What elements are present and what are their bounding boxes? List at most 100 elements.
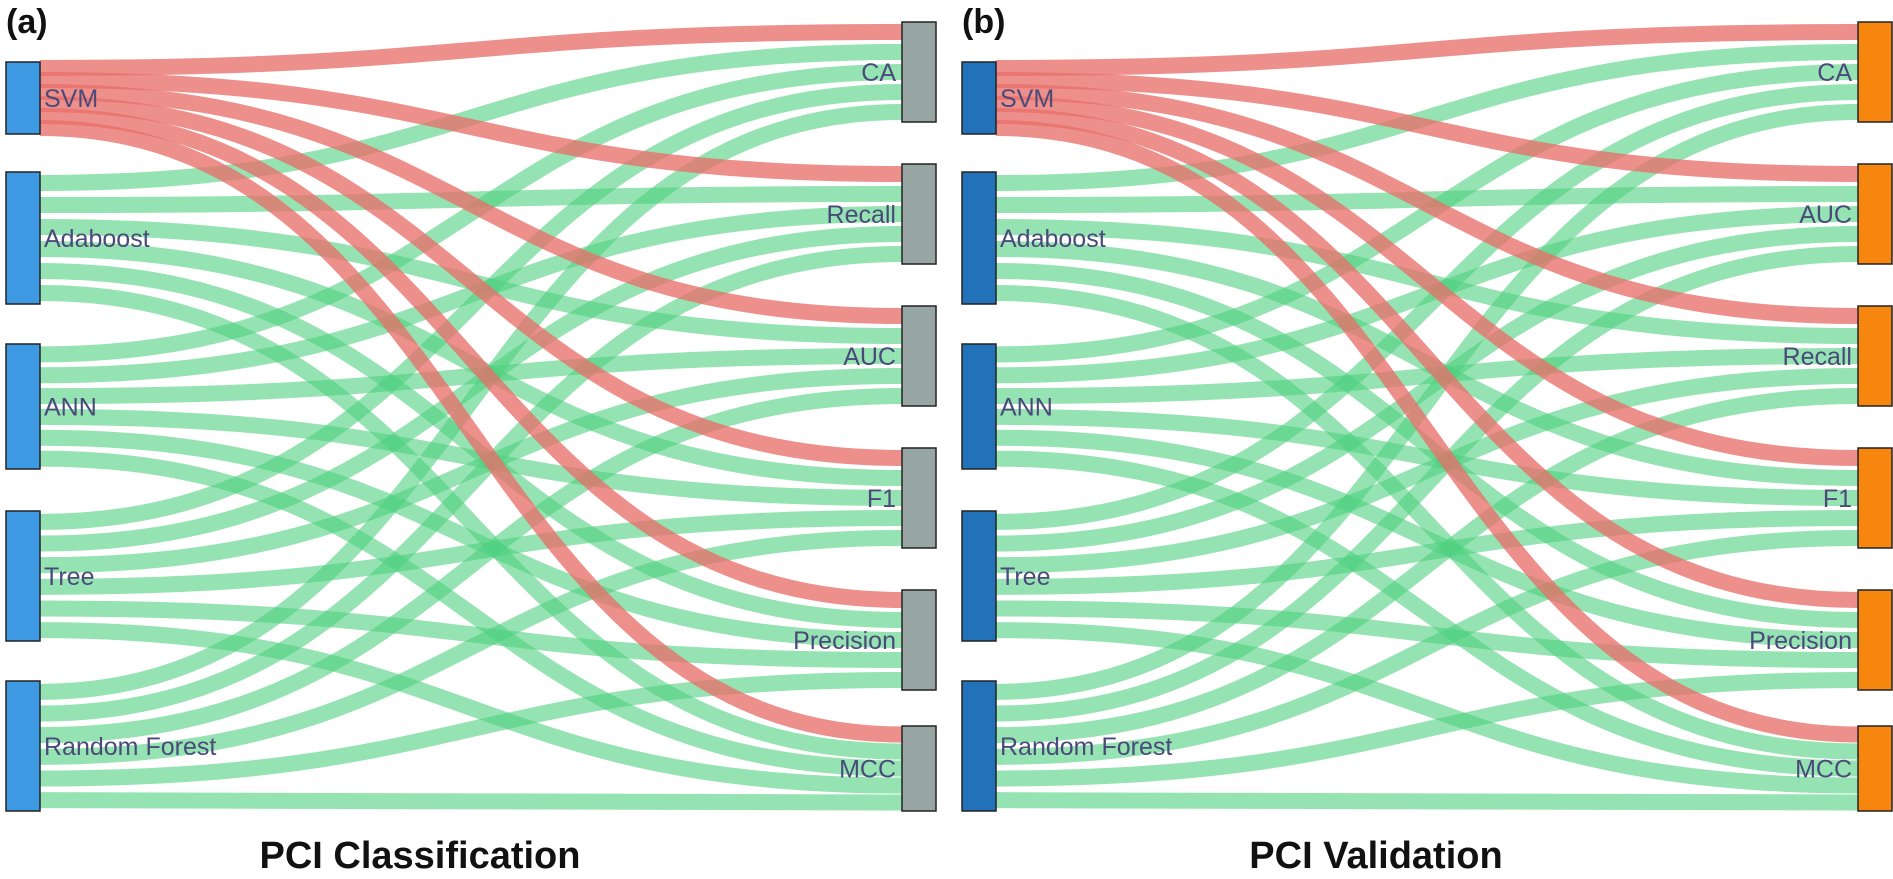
link-random-forest-to-f1 xyxy=(995,530,1859,765)
link-random-forest-to-ca xyxy=(39,104,903,700)
link-ann-to-mcc xyxy=(39,450,903,777)
link-tree-to-f1 xyxy=(39,510,903,595)
link-svm-to-mcc xyxy=(39,120,903,743)
panel-tag: (b) xyxy=(962,3,1005,41)
source-label-tree: Tree xyxy=(44,563,94,591)
link-ann-to-ca xyxy=(995,64,1859,363)
link-tree-to-mcc xyxy=(995,622,1859,794)
target-node-auc xyxy=(1857,163,1893,265)
link-tree-to-ca xyxy=(995,84,1859,530)
link-tree-to-mcc xyxy=(39,622,903,794)
target-node-f1 xyxy=(1857,447,1893,549)
link-svm-to-ca xyxy=(39,24,903,76)
link-random-forest-to-auc xyxy=(995,246,1859,722)
link-svm-to-f1 xyxy=(39,96,903,466)
link-tree-to-auc xyxy=(39,368,903,574)
panel-caption: PCI Validation xyxy=(1249,835,1502,877)
target-node-recall xyxy=(1857,305,1893,407)
link-ann-to-auc xyxy=(995,206,1859,384)
link-ann-to-f1 xyxy=(39,408,903,506)
target-label-f1: F1 xyxy=(867,485,896,513)
target-node-ca xyxy=(1857,21,1893,123)
target-label-mcc: MCC xyxy=(1795,756,1852,784)
link-tree-to-f1 xyxy=(995,510,1859,595)
source-node-tree xyxy=(961,510,997,642)
source-node-svm xyxy=(5,61,41,135)
link-random-forest-to-f1 xyxy=(39,530,903,765)
link-random-forest-to-mcc xyxy=(39,792,903,811)
target-label-recall: Recall xyxy=(1783,343,1852,371)
target-label-precision: Precision xyxy=(793,627,896,655)
target-node-precision xyxy=(901,589,937,691)
source-node-ann xyxy=(961,343,997,470)
source-node-random-forest xyxy=(5,680,41,812)
panel-tag: (a) xyxy=(6,3,48,41)
link-svm-to-precision xyxy=(995,108,1859,608)
target-node-ca xyxy=(901,21,937,123)
source-label-ann: ANN xyxy=(44,394,97,422)
source-node-adaboost xyxy=(961,171,997,305)
link-random-forest-to-precision xyxy=(39,672,903,787)
target-label-auc: AUC xyxy=(1799,201,1852,229)
panel-caption: PCI Classification xyxy=(260,835,581,877)
links xyxy=(39,24,903,811)
link-svm-to-recall xyxy=(995,84,1859,324)
link-tree-to-precision xyxy=(39,600,903,668)
link-svm-to-auc xyxy=(995,72,1859,182)
source-node-random-forest xyxy=(961,680,997,812)
link-adaboost-to-mcc xyxy=(39,285,903,760)
source-label-svm: SVM xyxy=(1000,85,1054,113)
link-tree-to-ca xyxy=(39,84,903,530)
link-adaboost-to-precision xyxy=(39,263,903,628)
link-ann-to-precision xyxy=(39,429,903,648)
link-ann-to-recall xyxy=(39,206,903,384)
link-svm-to-recall xyxy=(39,72,903,182)
link-random-forest-to-recall xyxy=(995,388,1859,744)
link-svm-to-mcc xyxy=(995,120,1859,743)
link-ann-to-f1 xyxy=(995,408,1859,506)
link-random-forest-to-ca xyxy=(995,104,1859,700)
link-random-forest-to-precision xyxy=(995,672,1859,787)
source-label-random-forest: Random Forest xyxy=(1000,733,1172,761)
target-label-auc: AUC xyxy=(843,343,896,371)
link-adaboost-to-ca xyxy=(995,44,1859,191)
target-label-f1: F1 xyxy=(1823,485,1852,513)
target-node-mcc xyxy=(1857,725,1893,812)
target-node-auc xyxy=(901,305,937,407)
target-label-ca: CA xyxy=(861,59,896,87)
link-ann-to-auc xyxy=(39,348,903,405)
link-tree-to-recall xyxy=(995,368,1859,574)
link-svm-to-f1 xyxy=(995,96,1859,466)
link-tree-to-precision xyxy=(995,600,1859,668)
link-adaboost-to-ca xyxy=(39,44,903,191)
source-node-ann xyxy=(5,343,41,470)
target-node-f1 xyxy=(901,447,937,549)
target-label-ca: CA xyxy=(1817,59,1852,87)
source-node-adaboost xyxy=(5,171,41,305)
target-label-recall: Recall xyxy=(827,201,896,229)
link-ann-to-precision xyxy=(995,429,1859,648)
source-node-svm xyxy=(961,61,997,135)
target-label-precision: Precision xyxy=(1749,627,1852,655)
source-label-ann: ANN xyxy=(1000,394,1053,422)
links xyxy=(995,24,1859,811)
link-random-forest-to-recall xyxy=(39,246,903,722)
link-svm-to-precision xyxy=(39,108,903,608)
source-label-adaboost: Adaboost xyxy=(1000,225,1106,253)
source-label-adaboost: Adaboost xyxy=(44,225,150,253)
link-svm-to-auc xyxy=(39,84,903,324)
link-adaboost-to-precision xyxy=(995,263,1859,628)
source-label-random-forest: Random Forest xyxy=(44,733,216,761)
source-label-tree: Tree xyxy=(1000,563,1050,591)
link-ann-to-mcc xyxy=(995,450,1859,777)
link-ann-to-ca xyxy=(39,64,903,363)
target-node-mcc xyxy=(901,725,937,812)
target-label-mcc: MCC xyxy=(839,756,896,784)
source-node-tree xyxy=(5,510,41,642)
target-node-precision xyxy=(1857,589,1893,691)
link-random-forest-to-auc xyxy=(39,388,903,744)
link-ann-to-recall xyxy=(995,348,1859,405)
